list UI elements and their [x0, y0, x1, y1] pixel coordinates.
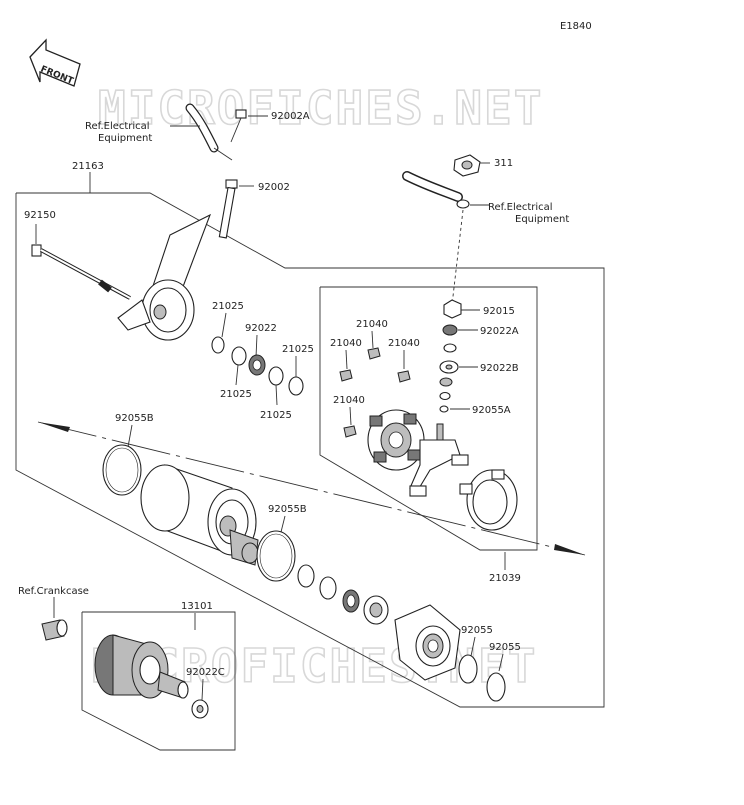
washer-center-b — [319, 576, 337, 600]
label-21040-a: 21040 — [356, 319, 388, 330]
washer-21025-d — [288, 376, 304, 396]
center-axis — [37, 421, 586, 556]
oring-92055-b — [486, 672, 506, 702]
washer-21025-b — [231, 346, 247, 366]
nut-311 — [453, 154, 481, 177]
washer-21025-c — [268, 366, 284, 386]
bushing — [41, 619, 68, 641]
starter-rear-cover — [117, 213, 212, 341]
label-92150: 92150 — [24, 210, 56, 221]
starter-clutch-13101 — [94, 634, 189, 699]
label-92015: 92015 — [483, 306, 515, 317]
label-92022: 92022 — [245, 323, 277, 334]
terminal-bracket — [409, 423, 469, 497]
brush-ring — [459, 469, 518, 531]
subassembly-21039-outline — [319, 286, 538, 551]
label-21025-d: 21025 — [282, 344, 314, 355]
ref-electrical-right-line1: Ref.Electrical — [488, 202, 553, 213]
bolt-92002A — [230, 109, 247, 143]
watermark-top: MICROFICHES.NET — [98, 81, 543, 135]
washer-center-a — [297, 564, 315, 588]
ref-electrical-right-line2: Equipment — [515, 214, 569, 225]
washer-92022A-lower — [443, 343, 457, 353]
brush-21040-a — [367, 347, 381, 360]
label-21040-d: 21040 — [333, 395, 365, 406]
label-92002: 92002 — [258, 182, 290, 193]
label-92002A: 92002A — [271, 111, 310, 122]
label-92055-b: 92055 — [489, 642, 521, 653]
label-21025-c: 21025 — [260, 410, 292, 421]
brush-21040-d — [343, 425, 357, 438]
starter-cable-right — [402, 171, 470, 209]
brush-21040-b — [339, 369, 353, 382]
label-92055-a: 92055 — [461, 625, 493, 636]
ref-electrical-left-line1: Ref.Electrical — [85, 121, 150, 132]
oring-92055A — [439, 405, 449, 413]
bolt-92002 — [218, 179, 238, 239]
oring-92055B-b — [256, 530, 296, 582]
axis-arrow-left — [38, 422, 70, 432]
oring-92055B-a — [102, 444, 142, 496]
through-bolt-92150 — [31, 244, 131, 300]
label-92022A: 92022A — [480, 326, 519, 337]
label-92022B: 92022B — [480, 363, 519, 374]
ref-electrical-left-line2: Equipment — [98, 133, 152, 144]
bearing-plate — [363, 595, 389, 625]
assembly-outline — [15, 192, 605, 708]
label-21025-b: 21025 — [220, 389, 252, 400]
label-21040-b: 21040 — [330, 338, 362, 349]
label-21163: 21163 — [72, 161, 104, 172]
label-311: 311 — [494, 158, 513, 169]
label-13101: 13101 — [181, 601, 213, 612]
washer-92022A — [442, 324, 458, 336]
label-21025-a: 21025 — [212, 301, 244, 312]
label-21039: 21039 — [489, 573, 521, 584]
washer-stack-b — [439, 391, 451, 401]
washer-stack-a — [439, 377, 453, 387]
oring-92055-a — [458, 654, 478, 684]
axis-arrow-right — [554, 544, 585, 555]
ref-crankcase-label: Ref.Crankcase — [18, 586, 89, 597]
washer-21025-a — [211, 336, 225, 354]
front-arrow-icon: FRONT — [29, 38, 81, 87]
nut-92015 — [443, 299, 462, 319]
brush-holder-plate — [367, 409, 425, 471]
front-cover — [394, 604, 461, 681]
subassembly-13101-outline — [81, 611, 236, 751]
label-92055B-a: 92055B — [115, 413, 154, 424]
starter-motor-yoke — [140, 464, 259, 566]
figure-code: E1840 — [560, 21, 592, 32]
brush-21040-c — [397, 370, 411, 383]
label-92055B-b: 92055B — [268, 504, 307, 515]
label-21040-c: 21040 — [388, 338, 420, 349]
label-92022C: 92022C — [186, 667, 225, 678]
starter-cable-left — [185, 103, 233, 161]
label-92055A: 92055A — [472, 405, 511, 416]
